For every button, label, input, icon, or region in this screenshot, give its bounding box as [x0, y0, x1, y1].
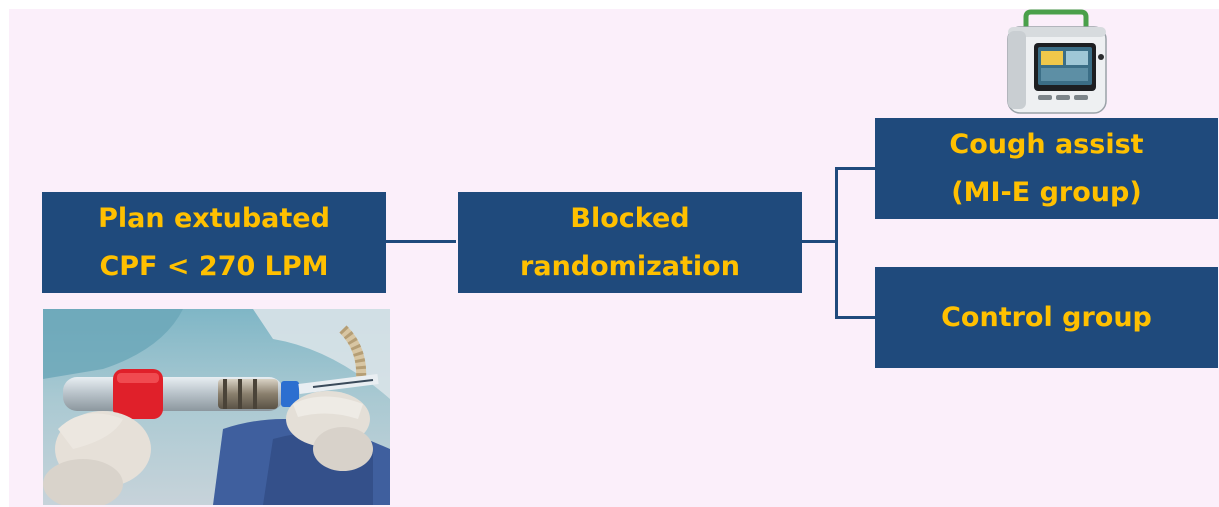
connector-to-cough-assist — [835, 167, 875, 170]
mouthpiece-connection-photo — [43, 309, 390, 505]
node-plan-extubated-line1: Plan extubated — [98, 202, 330, 234]
connector-branch-vertical — [835, 167, 838, 319]
node-blocked-randomization: Blocked randomization — [458, 192, 802, 293]
connector-plan-to-randomization — [385, 240, 456, 243]
node-plan-extubated-line2: CPF < 270 LPM — [99, 250, 329, 282]
node-cough-assist-line2: (MI-E group) — [951, 176, 1142, 208]
node-blocked-randomization-line2: randomization — [520, 250, 740, 282]
node-blocked-randomization-line1: Blocked — [570, 202, 690, 234]
connector-randomization-stub — [802, 240, 836, 243]
node-plan-extubated: Plan extubated CPF < 270 LPM — [42, 192, 386, 293]
node-cough-assist-line1: Cough assist — [949, 128, 1144, 160]
node-cough-assist: Cough assist (MI-E group) — [875, 118, 1218, 219]
cough-assist-device-image — [998, 9, 1116, 117]
connector-to-control-group — [835, 316, 875, 319]
node-control-group-line1: Control group — [941, 301, 1152, 333]
node-control-group: Control group — [875, 267, 1218, 368]
